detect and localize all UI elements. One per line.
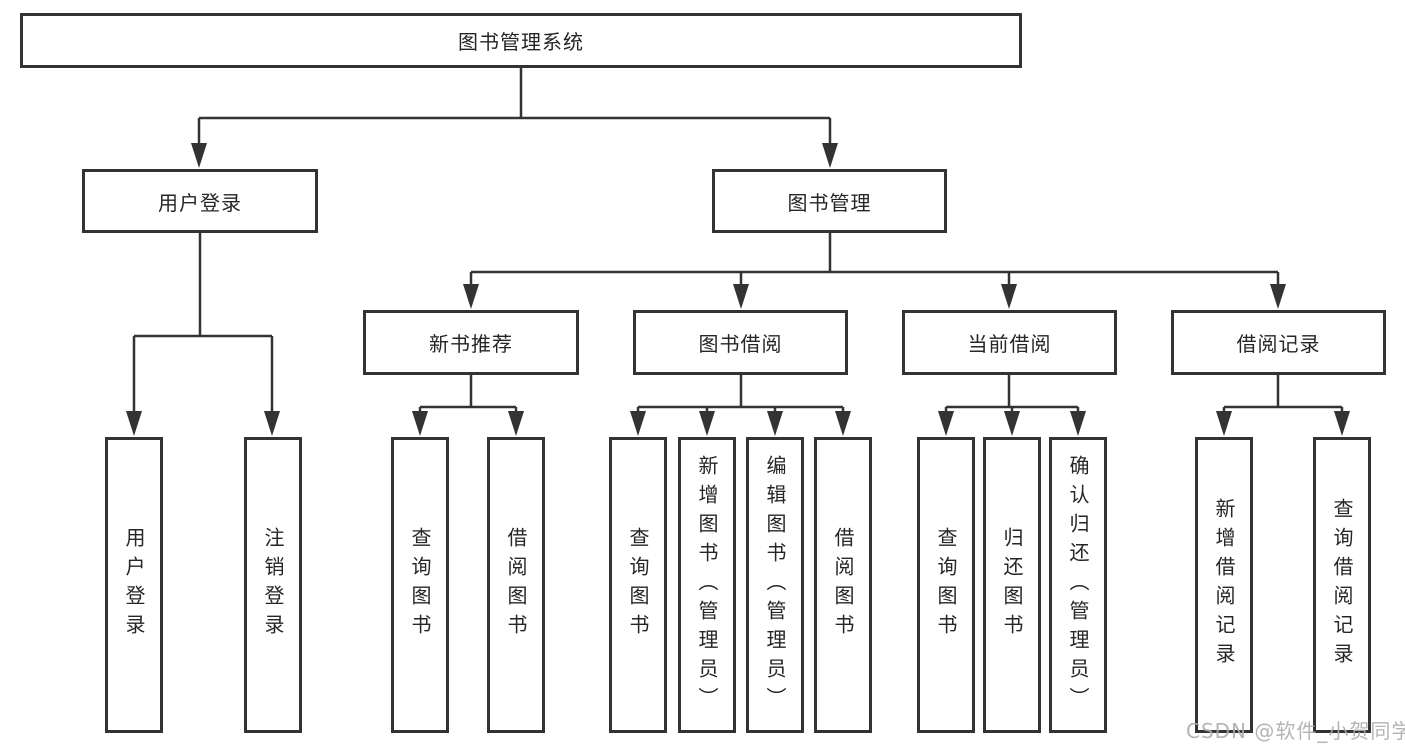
leaf-return-books: 归还图书 (983, 437, 1041, 733)
node-current-borrowing: 当前借阅 (902, 310, 1117, 375)
node-new-book-recommend: 新书推荐 (363, 310, 579, 375)
leaf-query-books-borrowing-label: 查询图书 (626, 527, 650, 643)
branch-root (197, 68, 832, 146)
leaf-edit-books-admin: 编辑图书（管理员） (746, 437, 804, 733)
node-borrowing-records-label: 借阅记录 (1236, 332, 1321, 356)
node-user-login-label: 用户登录 (158, 190, 242, 215)
branch-book-management (469, 233, 1280, 287)
node-current-borrowing-label: 当前借阅 (967, 332, 1052, 356)
leaf-query-borrow-record: 查询借阅记录 (1313, 437, 1371, 733)
leaf-add-borrow-record-label: 新增借阅记录 (1212, 498, 1236, 672)
leaf-query-books-recommend-label: 查询图书 (408, 527, 432, 643)
node-book-borrowing-label: 图书借阅 (698, 332, 783, 356)
leaf-query-books-borrowing: 查询图书 (609, 437, 667, 733)
leaf-user-login-label: 用户登录 (122, 527, 146, 643)
leaf-add-borrow-record: 新增借阅记录 (1195, 437, 1253, 733)
leaf-confirm-return-admin: 确认归还（管理员） (1049, 437, 1107, 733)
branch-current-borrowing (944, 375, 1080, 414)
leaf-user-login: 用户登录 (105, 437, 163, 733)
leaf-add-books-admin-label: 新增图书（管理员） (695, 454, 719, 716)
leaf-borrow-books: 借阅图书 (814, 437, 872, 733)
leaf-query-books-current: 查询图书 (917, 437, 975, 733)
leaf-borrow-books-recommend: 借阅图书 (487, 437, 545, 733)
leaf-logout-label: 注销登录 (261, 527, 285, 643)
node-root: 图书管理系统 (20, 13, 1022, 68)
leaf-borrow-books-recommend-label: 借阅图书 (504, 527, 528, 643)
leaf-confirm-return-admin-label: 确认归还（管理员） (1066, 454, 1090, 716)
leaf-add-books-admin: 新增图书（管理员） (678, 437, 736, 733)
leaf-logout: 注销登录 (244, 437, 302, 733)
branch-new-book-recommend (418, 375, 518, 414)
csdn-watermark: CSDN @软件_小贺同学 (1186, 719, 1405, 743)
leaf-query-borrow-record-label: 查询借阅记录 (1330, 498, 1354, 672)
node-book-management-label: 图书管理 (787, 190, 872, 215)
leaf-edit-books-admin-label: 编辑图书（管理员） (763, 454, 787, 716)
leaf-query-books-current-label: 查询图书 (934, 527, 958, 643)
leaf-query-books-recommend: 查询图书 (391, 437, 449, 733)
branch-book-borrowing (636, 375, 845, 414)
leaf-return-books-label: 归还图书 (1000, 527, 1024, 643)
node-book-borrowing: 图书借阅 (633, 310, 848, 375)
leaf-borrow-books-label: 借阅图书 (831, 527, 855, 643)
node-borrowing-records: 借阅记录 (1171, 310, 1386, 375)
node-user-login: 用户登录 (82, 169, 318, 233)
node-new-book-recommend-label: 新书推荐 (429, 332, 513, 356)
node-book-management: 图书管理 (712, 169, 947, 233)
branch-user-login (132, 233, 274, 414)
branch-borrowing-records (1222, 375, 1344, 414)
node-root-label: 图书管理系统 (458, 30, 584, 54)
